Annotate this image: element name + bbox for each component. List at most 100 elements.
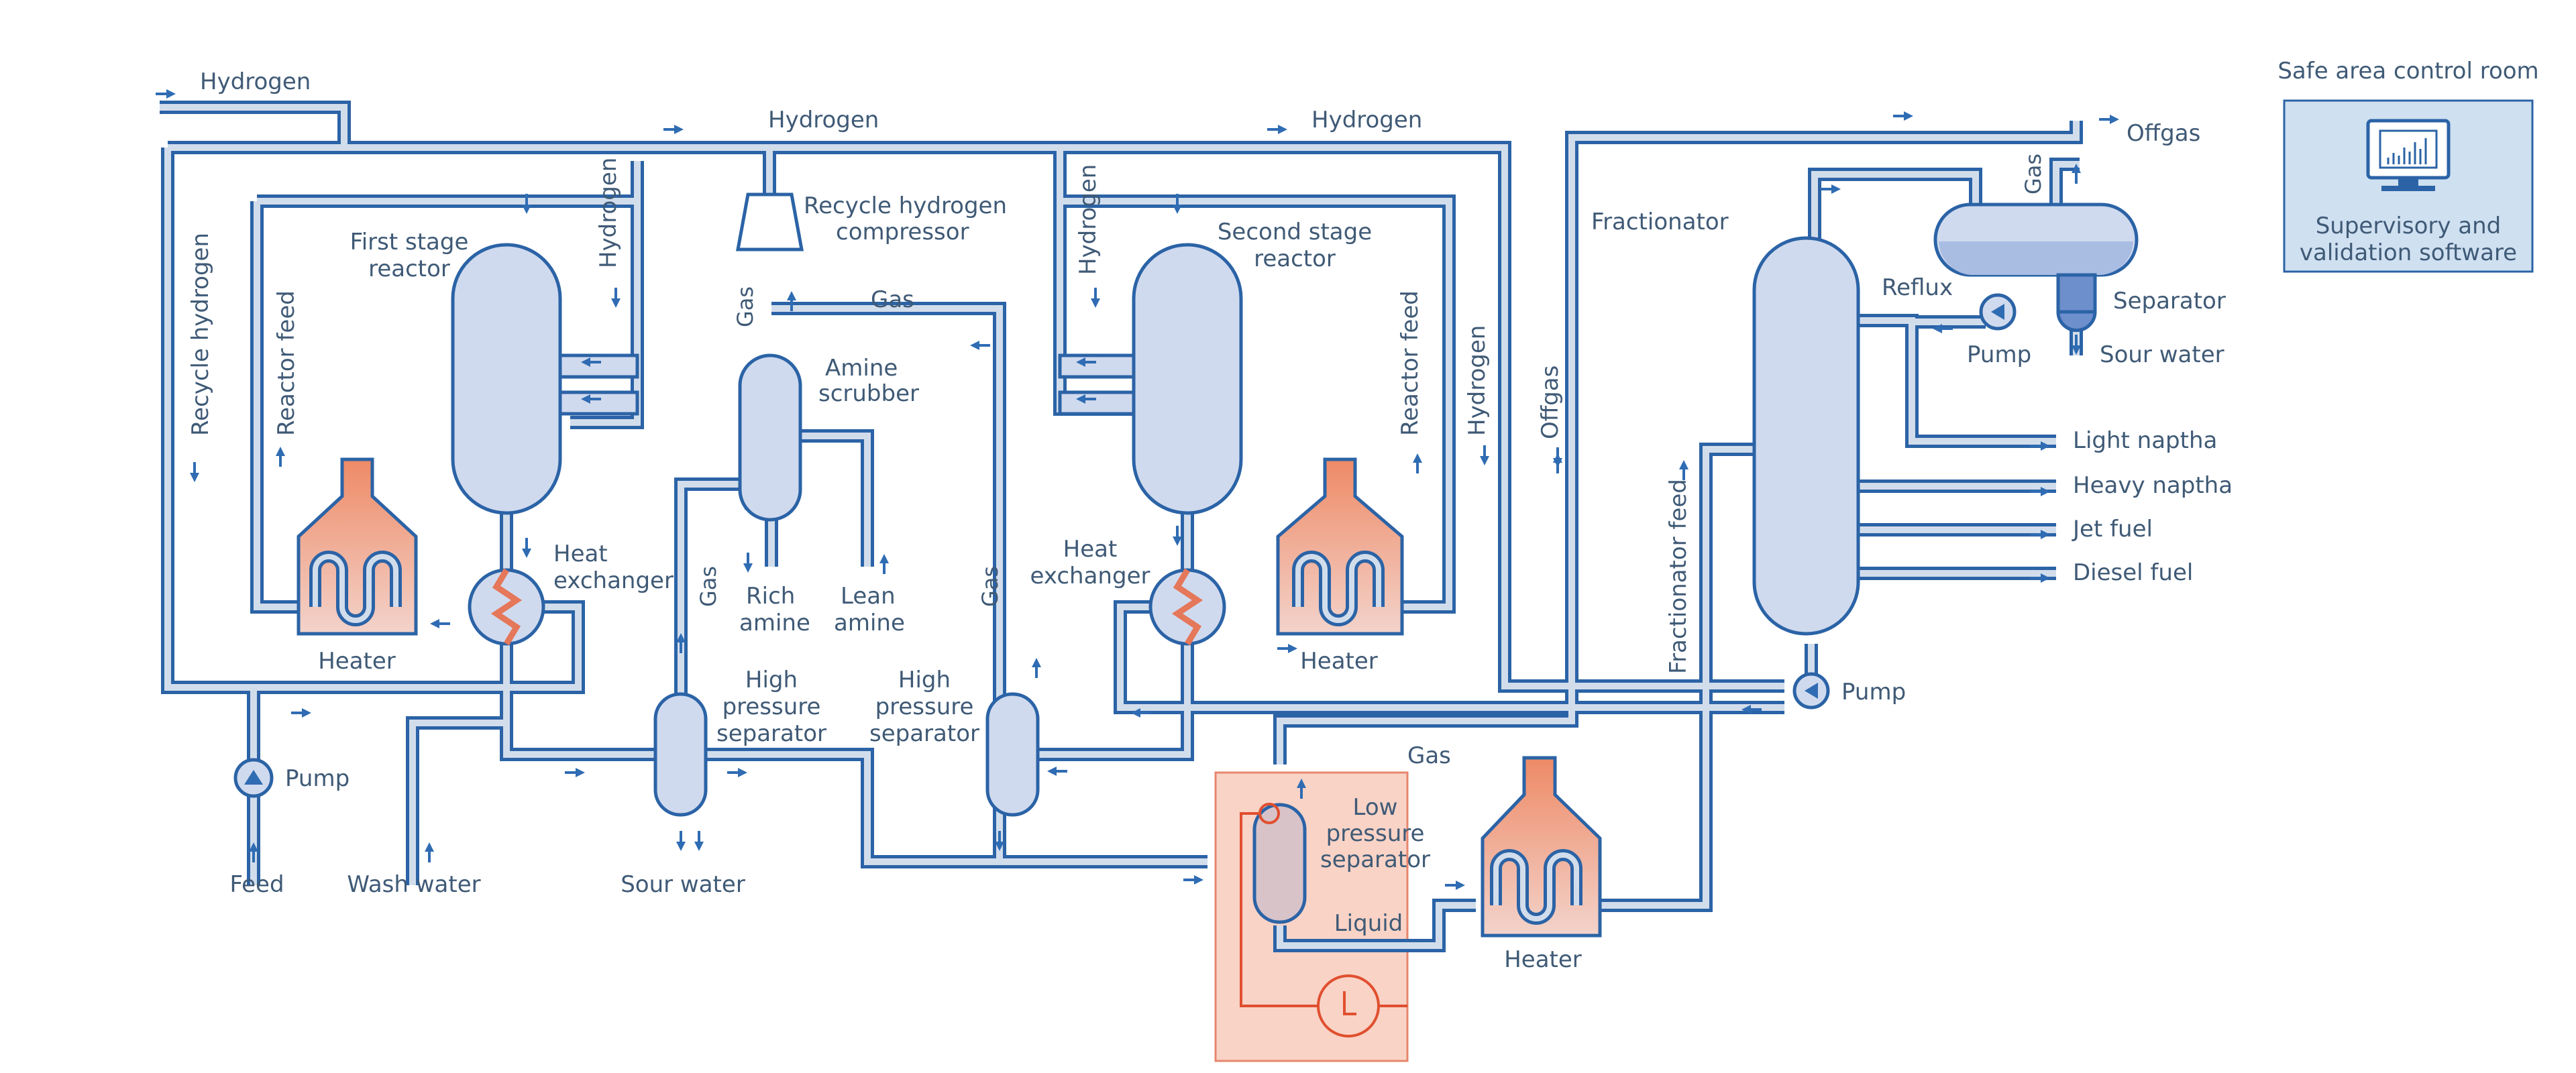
amine-scrubber[interactable]: [738, 353, 802, 522]
control-room-line-2: validation software: [2300, 239, 2517, 266]
flow-arrow: [581, 394, 601, 404]
label-hydrogen-inlet: Hydrogen: [200, 68, 311, 95]
label-diesel-fuel: Diesel fuel: [2073, 559, 2193, 586]
high-pressure-separator-1[interactable]: [653, 692, 708, 817]
label-hydrogen-v2: Hydrogen: [1075, 164, 1102, 275]
second-reactor-internals: [1058, 353, 1136, 416]
label-second-stage-1: Second stage: [1218, 219, 1372, 245]
reflux-pump[interactable]: [1979, 293, 2017, 331]
label-rich-1: Rich: [746, 583, 795, 610]
flow-arrow: [2099, 115, 2119, 124]
flow-arrow: [425, 842, 434, 862]
flow-arrow: [1445, 881, 1465, 890]
flow-arrow: [879, 554, 889, 574]
label-hps2-3: separator: [869, 720, 979, 747]
flow-arrow: [694, 831, 704, 851]
flow-arrow: [1413, 453, 1422, 473]
label-gas-c: Gas: [696, 566, 721, 607]
label-fractionator-feed: Fractionator feed: [1665, 479, 1692, 674]
flow-arrow: [1173, 194, 1182, 214]
flow-arrow: [1297, 779, 1306, 799]
label-hx1-1: Heat: [553, 541, 608, 567]
label-second-stage-2: reactor: [1254, 245, 1336, 272]
flow-arrow: [1076, 394, 1096, 404]
labels: Hydrogen Hydrogen Hydrogen Hydrogen Hydr…: [187, 58, 2539, 973]
flow-arrow: [1032, 658, 1041, 678]
flow-arrow: [970, 341, 990, 350]
label-rich-2: amine: [739, 610, 810, 636]
first-reactor-internals: [558, 353, 639, 416]
flow-arrow: [1553, 453, 1562, 473]
flow-arrow: [2030, 487, 2050, 496]
flow-arrow: [1480, 445, 1489, 465]
flow-arrow: [156, 89, 176, 99]
heater-3[interactable]: [1481, 756, 1602, 938]
control-room-title: Safe area control room: [2277, 58, 2538, 84]
fractionator-column[interactable]: [1752, 236, 1860, 636]
flow-arrow: [581, 357, 601, 367]
monitor-icon: [2366, 119, 2451, 191]
label-hydrogen-header: Hydrogen: [768, 107, 879, 133]
flow-arrow: [190, 462, 199, 482]
label-hps1-2: pressure: [722, 693, 821, 720]
label-pump-1: Pump: [285, 765, 350, 792]
control-room-line-1: Supervisory and: [2316, 213, 2502, 239]
label-reactor-feed-1: Reactor feed: [273, 290, 300, 436]
overhead-separator[interactable]: [1933, 203, 2139, 332]
first-stage-reactor[interactable]: [451, 243, 562, 515]
level-control-loop: [1240, 803, 1407, 1037]
flow-arrow: [2072, 335, 2081, 355]
label-lean-1: Lean: [841, 583, 896, 610]
flow-arrow: [1091, 288, 1100, 308]
flow-arrow: [1893, 111, 1913, 121]
label-amine-1: Amine: [825, 355, 898, 382]
recycle-hydrogen-compressor[interactable]: [736, 192, 804, 251]
label-lps-2: pressure: [1326, 820, 1425, 847]
flow-arrow: [1131, 708, 1151, 718]
label-gas-a: Gas: [733, 286, 758, 327]
label-heater-3: Heater: [1504, 946, 1582, 973]
label-compressor-1: Recycle hydrogen: [804, 192, 1007, 219]
flow-arrow: [1076, 357, 1096, 367]
high-pressure-separator-2[interactable]: [985, 692, 1040, 817]
heater-2[interactable]: [1276, 457, 1404, 636]
heat-exchanger-2[interactable]: [1148, 568, 1226, 646]
label-hps1-3: separator: [716, 720, 826, 747]
flow-arrow: [522, 194, 531, 214]
label-hydrogen-v3: Hydrogen: [1464, 325, 1491, 436]
flow-arrow: [276, 447, 285, 467]
label-reflux: Reflux: [1882, 274, 1953, 301]
label-light-naptha: Light naptha: [2073, 427, 2217, 454]
label-hps2-2: pressure: [875, 693, 974, 720]
label-fractionator: Fractionator: [1591, 209, 1729, 235]
second-stage-reactor[interactable]: [1132, 243, 1243, 515]
label-hydrogen-v1: Hydrogen: [595, 158, 622, 268]
label-recycle-hydrogen: Recycle hydrogen: [187, 233, 214, 436]
label-sour-water-1: Sour water: [621, 871, 745, 898]
heater-1[interactable]: [297, 457, 418, 636]
heat-exchanger-1[interactable]: [468, 568, 545, 646]
flow-arrow: [787, 291, 796, 311]
label-lps-3: separator: [1320, 846, 1430, 873]
label-gas-e: Gas: [1407, 742, 1451, 769]
label-hx2-2: exchanger: [1030, 563, 1150, 589]
fractionator-pump[interactable]: [1792, 672, 1830, 710]
flow-arrow: [1047, 767, 1067, 776]
label-lean-2: amine: [834, 610, 905, 636]
feed-pump[interactable]: [233, 758, 274, 798]
label-reactor-feed-2: Reactor feed: [1397, 290, 1424, 436]
label-gas-f: Gas: [2021, 154, 2046, 194]
flow-arrow: [676, 831, 686, 851]
control-room-panel[interactable]: [2283, 99, 2534, 273]
label-first-stage-1: First stage: [350, 229, 469, 256]
label-heater-1: Heater: [318, 648, 396, 675]
label-sour-water-2: Sour water: [2100, 341, 2224, 368]
flow-arrow: [1679, 460, 1688, 480]
flow-arrow: [291, 708, 311, 718]
label-wash-water: Wash water: [347, 871, 480, 898]
low-pressure-separator[interactable]: [1252, 803, 1307, 924]
flow-arrow: [743, 553, 753, 573]
flow-arrow: [1173, 526, 1182, 546]
flow-arrow: [995, 831, 1004, 851]
label-offgas-vertical: Offgas: [1537, 365, 1564, 439]
